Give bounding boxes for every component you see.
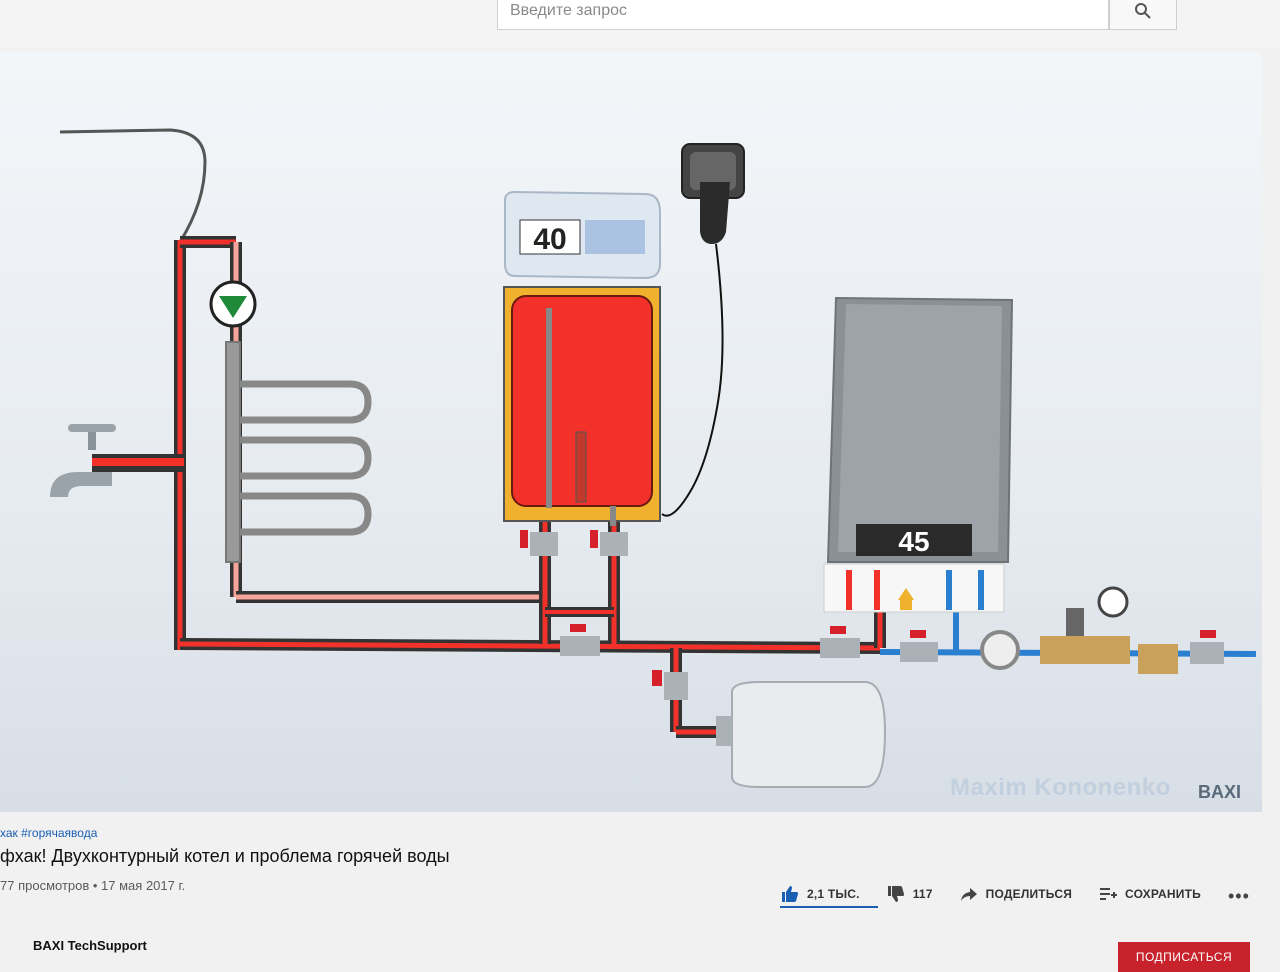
save-button[interactable]: СОХРАНИТЬ: [1098, 884, 1201, 904]
subscribe-button[interactable]: ПОДПИСАТЬСЯ: [1118, 942, 1250, 972]
playlist-add-icon: [1100, 888, 1118, 900]
bottom-pipes: [179, 522, 1257, 738]
channel-name[interactable]: BAXI TechSupport: [33, 938, 147, 953]
top-bar: [0, 0, 1280, 48]
thumbs-up-icon: [782, 886, 798, 902]
video-meta: 77 просмотров • 17 мая 2017 г.: [0, 878, 186, 893]
brand-logo: BAXI: [1198, 782, 1242, 802]
video-player[interactable]: 40 45: [0, 52, 1262, 812]
expansion-tank: [716, 681, 887, 788]
share-label: ПОДЕЛИТЬСЯ: [985, 887, 1073, 901]
video-title: фхак! Двухконтурный котел и проблема гор…: [0, 846, 450, 866]
water-meter-assembly: [980, 586, 1178, 674]
video-hashtags[interactable]: хак #горячаявода: [0, 826, 98, 840]
water-heater-tank: [503, 286, 661, 526]
valves: [520, 530, 1224, 700]
power-plug: [661, 143, 745, 517]
avatar[interactable]: [0, 940, 16, 960]
dislike-count: 117: [912, 887, 933, 901]
share-button[interactable]: ПОДЕЛИТЬСЯ: [959, 884, 1072, 904]
search-icon: [1135, 3, 1151, 19]
thermostat: 40: [504, 190, 661, 280]
thumbs-down-icon: [887, 886, 904, 902]
like-count: 2,1 ТЫС.: [807, 887, 860, 901]
share-icon: [960, 888, 977, 901]
like-ratio-bar: [780, 906, 878, 908]
circulation-pump: [209, 280, 257, 328]
heating-scheme-diagram: 40 45: [50, 128, 1257, 788]
search-button[interactable]: [1109, 0, 1177, 30]
watermark: Maxim Kononenko: [950, 774, 1171, 801]
dislike-button[interactable]: 117: [886, 884, 933, 904]
thermostat-value: 40: [533, 223, 566, 256]
like-button[interactable]: 2,1 ТЫС.: [780, 884, 860, 904]
video-actions: 2,1 ТЫС. 117 ПОДЕЛИТЬСЯ СОХРАНИТЬ: [780, 876, 1227, 912]
save-label: СОХРАНИТЬ: [1125, 887, 1201, 901]
more-actions-button[interactable]: •••: [1228, 886, 1250, 906]
wall-boiler: 45: [823, 296, 1014, 613]
faucet: [50, 424, 184, 497]
sensor-cable: [59, 128, 207, 243]
boiler-display: 45: [898, 526, 929, 557]
search-input[interactable]: [497, 0, 1109, 30]
towel-rail: [225, 341, 372, 563]
